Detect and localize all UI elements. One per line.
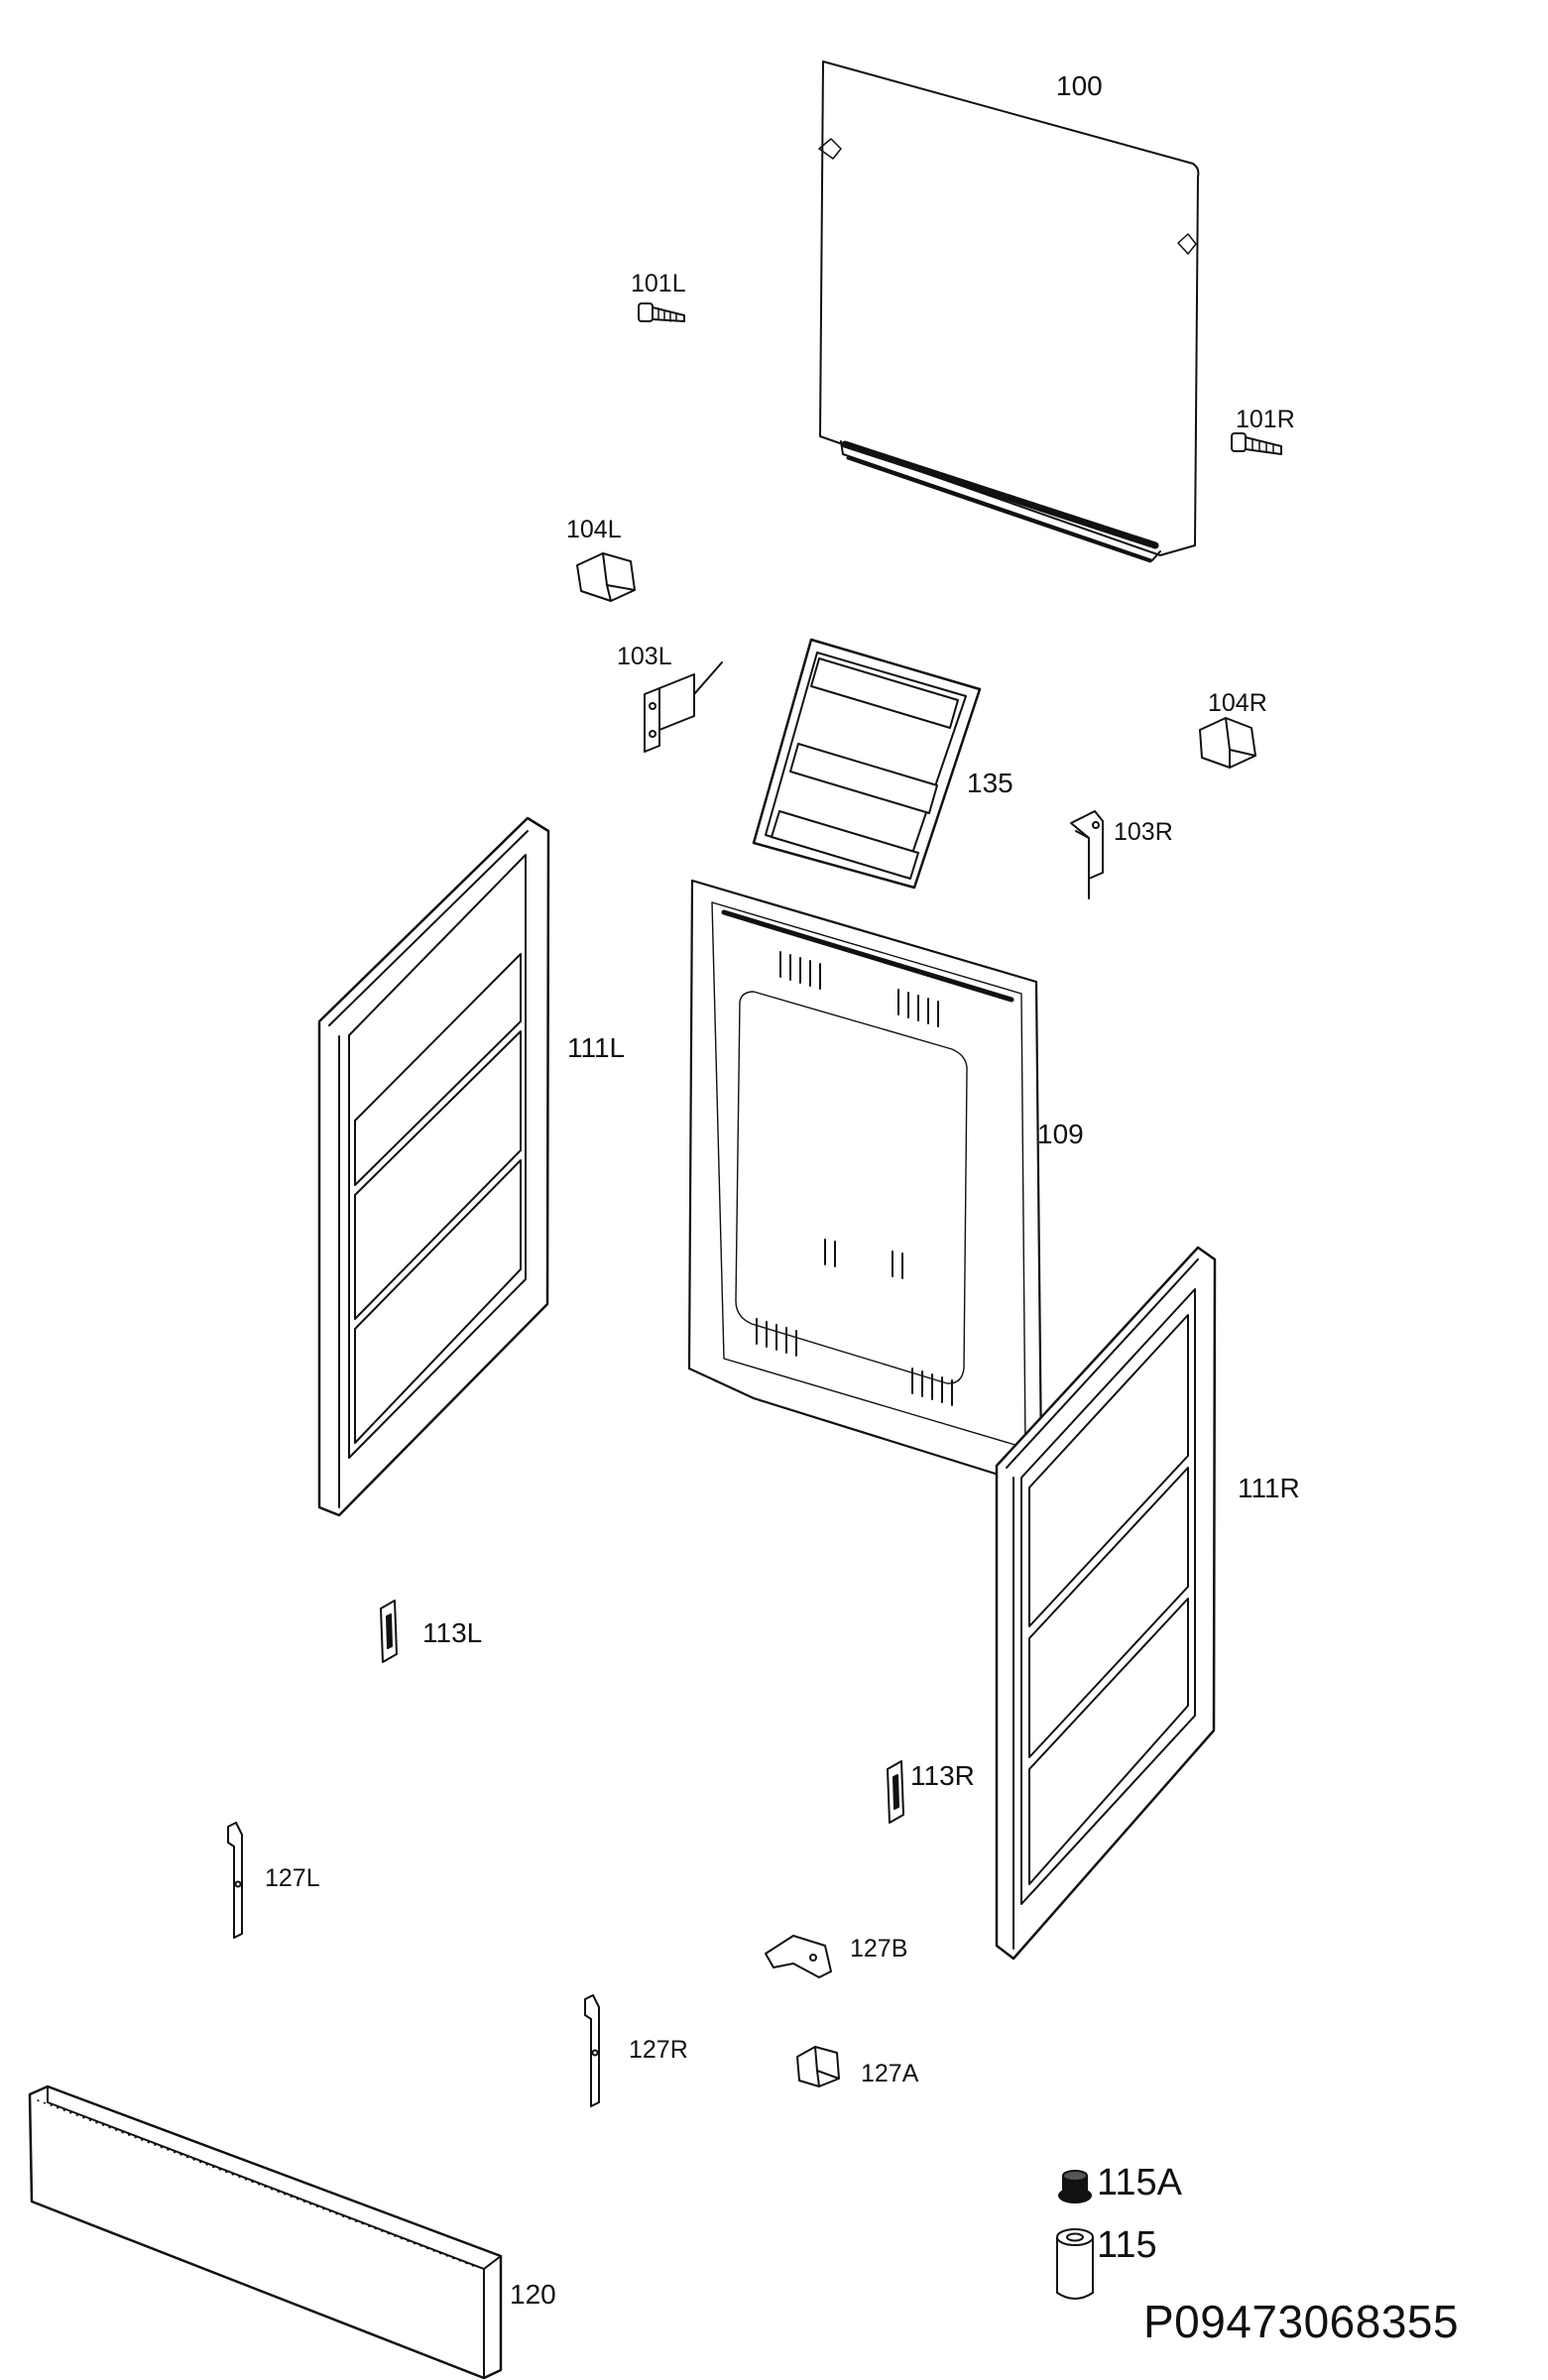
- plinth-panel-drawing: [28, 2084, 503, 2380]
- part-label-127L: 127L: [265, 1864, 320, 1892]
- part-label-127B: 127B: [850, 1935, 908, 1963]
- bracket-left-drawing: [644, 661, 723, 753]
- side-panel-right-drawing: [995, 1246, 1217, 1961]
- part-label-104R: 104R: [1208, 689, 1267, 717]
- bracket-right-drawing: [1070, 810, 1104, 899]
- part-label-100: 100: [1056, 70, 1103, 101]
- duct-tray-drawing: [752, 638, 982, 890]
- corner-bracket-drawing: [765, 1935, 832, 1978]
- part-label-115: 115: [1097, 2224, 1157, 2266]
- hinge-right-drawing: [887, 1760, 904, 1824]
- part-label-104L: 104L: [566, 516, 622, 543]
- screw-right-drawing: [1231, 432, 1282, 455]
- part-label-120: 120: [510, 2279, 556, 2310]
- clip-right-drawing: [1199, 717, 1256, 769]
- part-label-101L: 101L: [631, 270, 686, 298]
- rear-wall-drawing: [687, 879, 1043, 1478]
- part-label-113R: 113R: [910, 1760, 975, 1791]
- part-label-127R: 127R: [629, 2036, 688, 2064]
- part-label-111R: 111R: [1238, 1473, 1300, 1503]
- part-label-101R: 101R: [1236, 406, 1295, 433]
- strip-left-drawing: [227, 1822, 243, 1939]
- block-drawing: [796, 2046, 840, 2087]
- side-panel-left-drawing: [317, 816, 550, 1517]
- part-label-115A: 115A: [1097, 2162, 1182, 2203]
- part-label-111L: 111L: [567, 1032, 626, 1063]
- document-code: P09473068355: [1143, 2296, 1460, 2347]
- part-label-103R: 103R: [1114, 818, 1173, 846]
- foot-cap-drawing: [1058, 2170, 1092, 2203]
- part-label-135: 135: [967, 768, 1013, 798]
- strip-right-drawing: [584, 1994, 600, 2107]
- clip-left-drawing: [576, 552, 636, 602]
- hinge-left-drawing: [380, 1600, 398, 1663]
- part-label-127A: 127A: [861, 2060, 919, 2087]
- screw-left-drawing: [638, 302, 685, 322]
- part-label-109: 109: [1037, 1119, 1084, 1149]
- foot-drawing: [1056, 2228, 1094, 2300]
- back-cover-panel-drawing: [818, 60, 1200, 563]
- part-label-103L: 103L: [617, 643, 672, 670]
- part-label-113L: 113L: [422, 1617, 483, 1648]
